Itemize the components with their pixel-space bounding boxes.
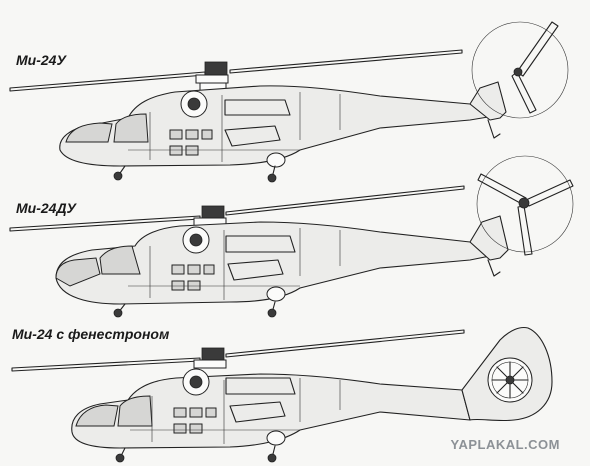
main-rotor	[11, 329, 465, 372]
helicopter-mi24-fenestron-drawing	[11, 326, 553, 463]
tail-fin	[469, 215, 509, 261]
front-canopy	[75, 404, 119, 427]
cabin-windows	[171, 264, 215, 291]
tail-fin	[469, 81, 507, 121]
tail-rotor	[476, 155, 574, 256]
cabin-windows	[169, 129, 213, 156]
fuselage	[71, 373, 471, 449]
front-canopy	[65, 122, 113, 143]
variant-label-mi24-fenestron: Ми-24 с фенестроном	[12, 326, 170, 342]
rear-canopy	[117, 395, 153, 427]
variant-label-mi24u: Ми-24У	[16, 52, 66, 68]
cabin-windows	[173, 407, 217, 434]
main-rotor	[9, 49, 463, 94]
helicopter-mi24u-drawing	[9, 21, 569, 183]
stub-wing	[227, 259, 284, 281]
helicopter-mi24du-drawing	[9, 155, 574, 318]
stub-wing	[229, 401, 286, 423]
stub-wing	[224, 125, 281, 147]
fenestron-fan	[487, 357, 533, 403]
variant-label-mi24du: Ми-24ДУ	[16, 200, 77, 216]
rear-canopy	[113, 113, 149, 143]
nose-turret	[55, 257, 101, 287]
rear-canopy	[99, 245, 141, 275]
watermark: YAPLAKAL.COM	[450, 437, 560, 452]
tail-rotor	[471, 21, 569, 119]
main-rotor	[9, 185, 465, 232]
